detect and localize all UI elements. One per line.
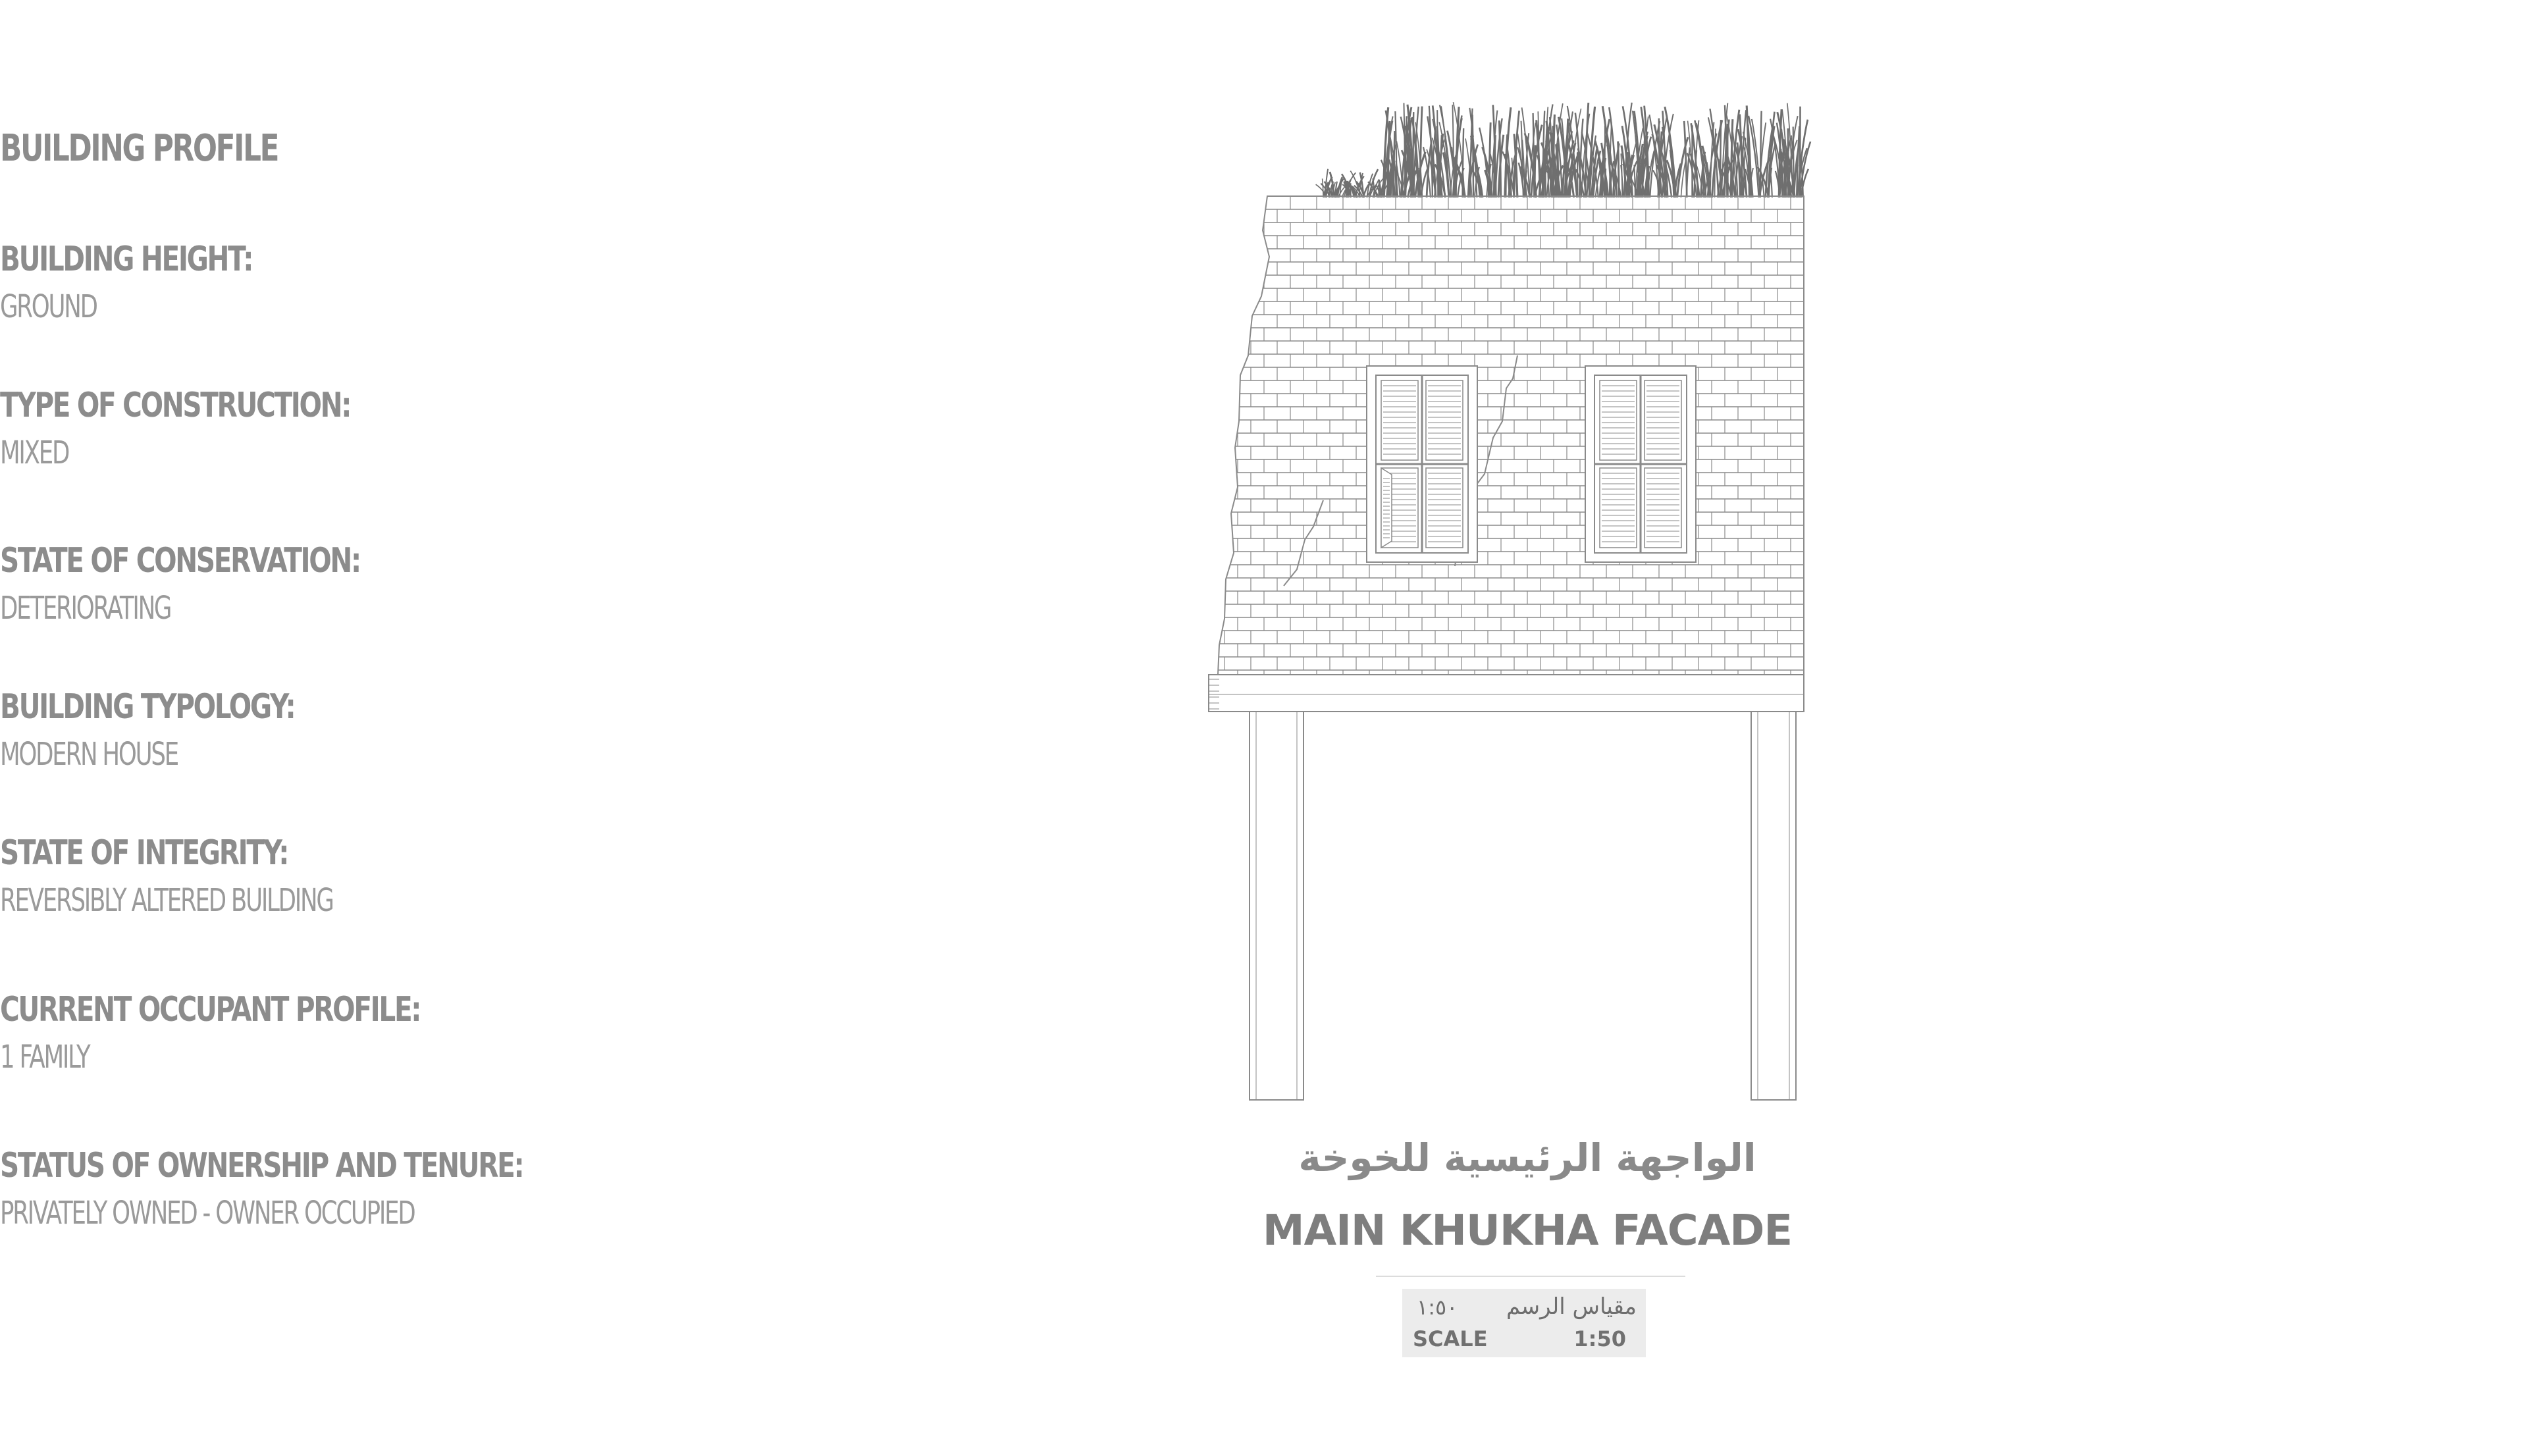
- column: [1751, 711, 1797, 1101]
- field-value: MIXED: [0, 434, 70, 471]
- field-value: MODERN HOUSE: [0, 736, 179, 773]
- field-value: DETERIORATING: [0, 590, 172, 627]
- field-label: STATE OF CONSERVATION:: [0, 541, 361, 581]
- window: [1366, 365, 1478, 563]
- field-value: PRIVATELY OWNED - OWNER OCCUPIED: [0, 1195, 416, 1232]
- field-value: REVERSIBLY ALTERED BUILDING: [0, 882, 334, 919]
- field-construction-type: TYPE OF CONSTRUCTION: MIXED: [0, 388, 449, 469]
- scale-ratio-arabic: ١:٥٠: [1417, 1295, 1458, 1320]
- field-building-typology: BUILDING TYPOLOGY: MODERN HOUSE: [0, 690, 378, 770]
- field-value: GROUND: [0, 288, 98, 325]
- windows: [1366, 365, 1697, 563]
- window: [1585, 365, 1697, 563]
- wall-outline: [1217, 195, 1804, 675]
- roof-grass: [1315, 101, 1812, 198]
- column: [1249, 711, 1304, 1101]
- scale-label-arabic: مقياس الرسم: [1506, 1293, 1637, 1320]
- field-label: STATUS OF OWNERSHIP AND TENURE:: [0, 1146, 525, 1185]
- field-conservation-state: STATE OF CONSERVATION: DETERIORATING: [0, 544, 461, 624]
- brick-wall: [1218, 196, 1804, 675]
- slab-beam: [1208, 674, 1804, 712]
- drawing-title-arabic: الواجهة الرئيسية للخوخة: [1298, 1135, 1756, 1180]
- support-columns: [1249, 711, 1797, 1101]
- field-value: 1 FAMILY: [0, 1039, 91, 1076]
- scale-ratio: 1:50: [1573, 1326, 1626, 1351]
- title-divider: [1376, 1276, 1685, 1277]
- building-profile-panel: BUILDING PROFILE BUILDING HEIGHT: GROUND…: [0, 0, 922, 1456]
- field-label: CURRENT OCCUPANT PROFILE:: [0, 990, 422, 1029]
- field-building-height: BUILDING HEIGHT: GROUND: [0, 242, 323, 323]
- field-ownership-status: STATUS OF OWNERSHIP AND TENURE: PRIVATEL…: [0, 1149, 670, 1229]
- field-integrity-state: STATE OF INTEGRITY: REVERSIBLY ALTERED B…: [0, 836, 450, 916]
- field-label: STATE OF INTEGRITY:: [0, 833, 289, 873]
- drawing-title: MAIN KHUKHA FACADE: [1262, 1207, 1793, 1255]
- facade-drawing: [1208, 101, 1812, 1101]
- field-label: BUILDING TYPOLOGY:: [0, 687, 296, 727]
- crack-line: [1283, 500, 1324, 586]
- field-label: TYPE OF CONSTRUCTION:: [0, 386, 352, 425]
- scale-box: مقياس الرسم ١:٥٠ SCALE 1:50: [1402, 1289, 1646, 1357]
- scale-label: SCALE: [1413, 1326, 1488, 1351]
- field-occupant-profile: CURRENT OCCUPANT PROFILE: 1 FAMILY: [0, 993, 539, 1073]
- field-label: BUILDING HEIGHT:: [0, 240, 253, 279]
- profile-title: BUILDING PROFILE: [0, 127, 279, 170]
- concrete-slab: [1208, 674, 1804, 712]
